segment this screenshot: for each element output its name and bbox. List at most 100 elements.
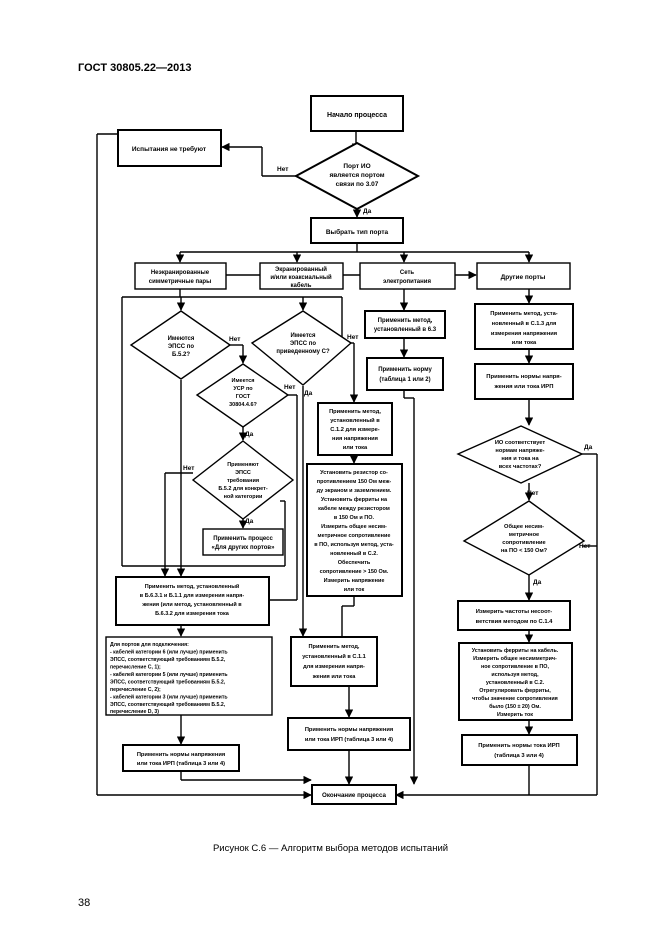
cable-category-node: Для портов для подключения: - кабелей ка…: [105, 636, 273, 716]
svg-text:Применить нормы напря-: Применить нормы напря-: [486, 374, 561, 380]
svg-text:Применить метод, установленный: Применить метод, установленный: [145, 583, 240, 590]
svg-text:Неэкранированные: Неэкранированные: [151, 270, 210, 276]
svg-text:ЭПСС, соответствующий требован: ЭПСС, соответствующий требованиям Б.5.2,: [110, 679, 226, 686]
svg-text:- кабелей категории 6 (или луч: - кабелей категории 6 (или лучше) примен…: [110, 649, 228, 656]
svg-text:Измерить общее несим-: Измерить общее несим-: [321, 523, 387, 530]
no-label: Нет: [527, 490, 538, 497]
svg-text:30804.4.6?: 30804.4.6?: [229, 402, 257, 408]
coax-method-node: Применить метод, установленный в С.1.2 д…: [317, 402, 393, 456]
power-norm-node: Применить норму (таблица 1 или 2): [366, 357, 444, 391]
norms-left-node: Применить нормы напряжения или тока ИРП …: [122, 744, 240, 772]
no-label: Нет: [277, 166, 288, 173]
start-node: Начало процесса: [310, 95, 404, 132]
svg-text:на ПО < 150 Ом?: на ПО < 150 Ом?: [501, 548, 548, 554]
decision-eut-compliant: ИО соответствует нормам напряже- ния и т…: [456, 425, 584, 484]
svg-text:требования: требования: [227, 477, 259, 484]
other-norm-node: Применить нормы напря- жения или тока ИР…: [474, 363, 574, 400]
coax-voltage-node: Применить метод, установленный в С.1.1 д…: [290, 636, 378, 687]
svg-text:в ПО, используя метод, уста-: в ПО, используя метод, уста-: [314, 542, 394, 548]
svg-text:Установить ферриты на: Установить ферриты на: [321, 496, 388, 503]
svg-text:Применяют: Применяют: [227, 462, 259, 468]
no-label: Нет: [347, 334, 358, 341]
svg-text:Применить метод,: Применить метод,: [378, 318, 433, 324]
svg-text:используя метод,: используя метод,: [491, 672, 539, 678]
svg-text:метричное сопротивление: метричное сопротивление: [318, 533, 391, 539]
svg-text:или тока ИРП (таблица 3 или 4): или тока ИРП (таблица 3 или 4): [305, 736, 393, 743]
svg-text:Измерить общее несимметрич-: Измерить общее несимметрич-: [473, 655, 557, 662]
svg-text:нормам напряже-: нормам напряже-: [495, 448, 544, 454]
svg-text:для измерения напря-: для измерения напря-: [303, 664, 365, 670]
svg-text:ное сопротивление в ПО,: ное сопротивление в ПО,: [481, 664, 550, 670]
svg-text:- кабелей категории 3 (или луч: - кабелей категории 3 (или лучше) примен…: [110, 694, 228, 701]
svg-text:Другие порты: Другие порты: [501, 274, 546, 281]
svg-text:установленный в С.1.1: установленный в С.1.1: [302, 653, 366, 660]
svg-text:ЭПСС по: ЭПСС по: [290, 341, 317, 347]
svg-text:Применить метод,: Применить метод,: [309, 644, 360, 650]
svg-text:установленный в 6.3: установленный в 6.3: [374, 326, 437, 333]
svg-text:или тока ИРП (таблица 3 или 4): или тока ИРП (таблица 3 или 4): [137, 760, 225, 767]
page-number: 38: [78, 897, 91, 909]
svg-text:перечисление С, 1);: перечисление С, 1);: [110, 665, 161, 671]
other-norms-node: Применить нормы тока ИРП (таблица 3 или …: [461, 734, 578, 766]
svg-text:чтобы значение сопротивления: чтобы значение сопротивления: [472, 695, 558, 702]
svg-text:является портом: является портом: [329, 172, 384, 179]
svg-text:метричное: метричное: [509, 532, 539, 538]
svg-text:Порт ИО: Порт ИО: [343, 163, 370, 170]
decision-has-cdn: Имеется УСР по ГОСТ 30804.4.6?: [195, 363, 290, 428]
svg-text:новленный в С.1.3 для: новленный в С.1.3 для: [492, 320, 557, 327]
svg-text:сопротивление > 150 Ом.: сопротивление > 150 Ом.: [320, 569, 389, 575]
svg-text:«Для других портов»: «Для других портов»: [212, 545, 276, 551]
svg-text:Отрегулировать ферриты,: Отрегулировать ферриты,: [479, 687, 551, 694]
svg-text:Сеть: Сеть: [400, 270, 415, 276]
svg-text:перечисление D, 3): перечисление D, 3): [110, 709, 159, 715]
svg-text:Измерить напряжение: Измерить напряжение: [324, 578, 385, 584]
svg-text:перечисление С, 2);: перечисление С, 2);: [110, 687, 161, 693]
svg-text:противлением 150 Ом меж-: противлением 150 Ом меж-: [317, 479, 392, 485]
ferrite-node: Установить ферриты на кабель. Измерить о…: [458, 642, 573, 721]
port-coaxial-cable: Экранированный и/или коаксиальный кабель: [259, 262, 344, 290]
svg-text:и/или коаксиальный: и/или коаксиальный: [270, 274, 332, 281]
svg-text:в Б.6.3.1 и Б.1.1 для измерени: в Б.6.3.1 и Б.1.1 для измерения напря-: [140, 593, 245, 599]
proc-other-ports-node: Применить процесс «Для других портов»: [202, 528, 284, 556]
svg-text:ду экраном и заземлением.: ду экраном и заземлением.: [317, 488, 392, 494]
svg-text:или тока: или тока: [343, 445, 368, 451]
svg-text:ГОСТ: ГОСТ: [236, 394, 251, 400]
port-unshielded-pairs: Неэкранированные симметричные пары: [134, 262, 227, 290]
port-other: Другие порты: [476, 262, 571, 290]
svg-text:Применить метод,: Применить метод,: [329, 409, 381, 415]
svg-text:Измерить частоты несоот-: Измерить частоты несоот-: [476, 609, 553, 615]
svg-text:измерения напряжения: измерения напряжения: [491, 331, 557, 337]
svg-text:Обеспечить: Обеспечить: [338, 559, 371, 566]
svg-text:Применить нормы напряжения: Применить нормы напряжения: [305, 727, 393, 733]
svg-text:ЭПСС: ЭПСС: [235, 470, 251, 476]
svg-text:Имеется: Имеется: [290, 333, 316, 339]
decision-coax-aan: Имеется ЭПСС по приведенному С?: [250, 310, 353, 386]
yes-label: Да: [245, 518, 254, 525]
svg-text:в 150 Ом и ПО.: в 150 Ом и ПО.: [334, 515, 375, 521]
svg-text:С.1.2 для измере-: С.1.2 для измере-: [330, 427, 379, 433]
svg-text:новленный в С.2.: новленный в С.2.: [330, 550, 378, 557]
svg-text:ЭПСС, соответствующий требован: ЭПСС, соответствующий требованиям Б.5.2,: [110, 701, 226, 708]
svg-text:Применить метод, уста-: Применить метод, уста-: [490, 311, 558, 317]
svg-text:Имеются: Имеются: [168, 336, 195, 342]
svg-text:связи по 3.07: связи по 3.07: [336, 181, 379, 188]
no-label: Нет: [284, 384, 295, 391]
resistor-node: Установить резистор со- противлением 150…: [306, 463, 403, 597]
svg-text:кабеле между резистором: кабеле между резистором: [318, 505, 390, 512]
svg-text:Установить резистор со-: Установить резистор со-: [320, 470, 388, 476]
svg-text:установленный в: установленный в: [330, 417, 380, 424]
svg-text:жения (или метод, установленны: жения (или метод, установленный в: [141, 601, 242, 608]
svg-text:Б.5.2 для конкрет-: Б.5.2 для конкрет-: [218, 486, 268, 492]
svg-text:ЭПСС, соответствующий требован: ЭПСС, соответствующий требованиям Б.5.2,: [110, 656, 226, 663]
svg-text:кабель: кабель: [291, 282, 312, 289]
norms-mid-node: Применить нормы напряжения или тока ИРП …: [287, 717, 411, 751]
port-power-mains: Сеть электропитания: [359, 262, 456, 290]
other-method-node: Применить метод, уста- новленный в С.1.3…: [474, 303, 574, 350]
svg-text:Применить нормы тока ИРП: Применить нормы тока ИРП: [478, 743, 559, 749]
no-label: Нет: [229, 336, 240, 343]
svg-text:Имеется: Имеется: [232, 378, 255, 384]
power-method-node: Применить метод, установленный в 6.3: [364, 310, 446, 339]
test-not-required-node: Испытания не требуют: [117, 129, 222, 167]
select-port-node: Выбрать тип порта: [310, 217, 404, 244]
